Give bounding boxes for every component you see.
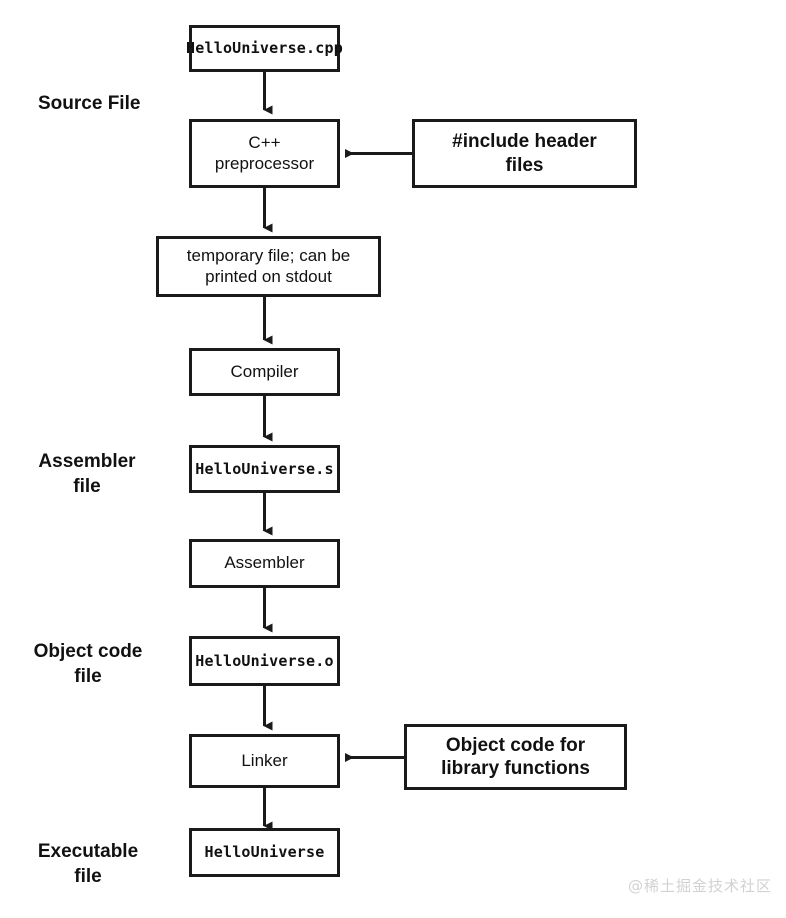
watermark-text: @稀土掘金技术社区	[627, 877, 772, 895]
stage-label-executable-file: Executable file	[37, 841, 139, 887]
node-hellouniverse-cpp[interactable]: HelloUniverse.cpp	[186, 25, 343, 72]
node-hellouniverse-o[interactable]: HelloUniverse.o	[189, 636, 340, 686]
node-include-header-files[interactable]: #include header files	[412, 119, 637, 188]
node-linker[interactable]: Linker	[189, 734, 340, 788]
node-hellouniverse-s[interactable]: HelloUniverse.s	[189, 445, 340, 493]
node-compiler[interactable]: Compiler	[189, 348, 340, 396]
node-temporary-file[interactable]: temporary file; can be printed on stdout	[156, 236, 381, 297]
stage-label-object-code-file: Object code file	[33, 641, 143, 687]
stage-label-source-file: Source File	[38, 93, 141, 114]
node-cpp-preprocessor[interactable]: C++ preprocessor	[189, 119, 340, 188]
stage-label-assembler-file: Assembler file	[38, 451, 136, 497]
node-object-code-library[interactable]: Object code for library functions	[404, 724, 627, 790]
node-hellouniverse[interactable]: HelloUniverse	[189, 828, 340, 877]
node-assembler[interactable]: Assembler	[189, 539, 340, 588]
